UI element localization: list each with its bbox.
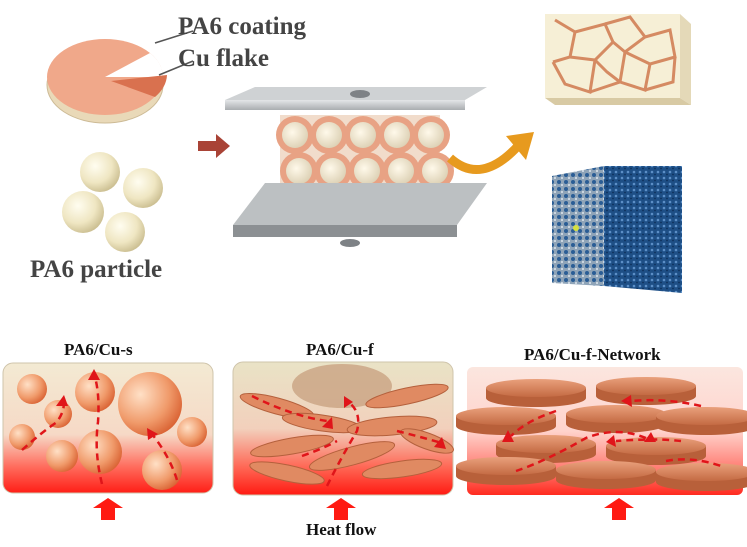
coated-bead-core <box>354 158 380 184</box>
network-disk-top <box>656 463 747 481</box>
network-disk-top <box>656 407 747 425</box>
heat-arrow-icon-3 <box>604 498 634 520</box>
network-disk-top <box>456 457 556 475</box>
network-disk-top <box>496 435 596 453</box>
network-cube <box>545 14 691 105</box>
coated-bead-core <box>384 122 410 148</box>
simulation-cube <box>552 166 682 293</box>
coated-bead-core <box>422 158 448 184</box>
panel-cu-s <box>2 362 214 494</box>
coated-bead-core <box>282 122 308 148</box>
coated-bead-core <box>350 122 376 148</box>
process-arrow-icon <box>198 134 230 158</box>
pa6-particles <box>62 152 163 252</box>
network-disk-top <box>606 437 706 455</box>
pa6-particle-label: PA6 particle <box>30 256 163 283</box>
panel-cu-f-network <box>456 367 747 495</box>
curved-arrow-icon <box>446 132 534 175</box>
panel-cu-s-title: PA6/Cu-s <box>64 340 133 359</box>
panel-cu-f <box>232 361 454 496</box>
panel-cu-f-title: PA6/Cu-f <box>306 340 374 359</box>
network-disk-top <box>486 379 586 397</box>
cu-flake-label: Cu flake <box>178 45 269 72</box>
coated-bead-core <box>388 158 414 184</box>
network-disk-top <box>566 405 666 423</box>
panel-cu-f-network-title: PA6/Cu-f-Network <box>524 345 661 364</box>
coated-bead-core <box>418 122 444 148</box>
network-disk-top <box>556 461 656 479</box>
hot-press-diagram <box>225 87 487 247</box>
heat-flow-label: Heat flow <box>306 520 377 539</box>
coated-bead-core <box>316 122 342 148</box>
network-disk-top <box>596 377 696 395</box>
coated-bead-core <box>286 158 312 184</box>
coated-bead-core <box>320 158 346 184</box>
coated-particle-diagram <box>46 30 194 124</box>
heat-arrow-icon-1 <box>93 498 123 520</box>
heat-arrow-icon-2 <box>326 498 356 520</box>
pa6-coating-label: PA6 coating <box>178 13 306 40</box>
